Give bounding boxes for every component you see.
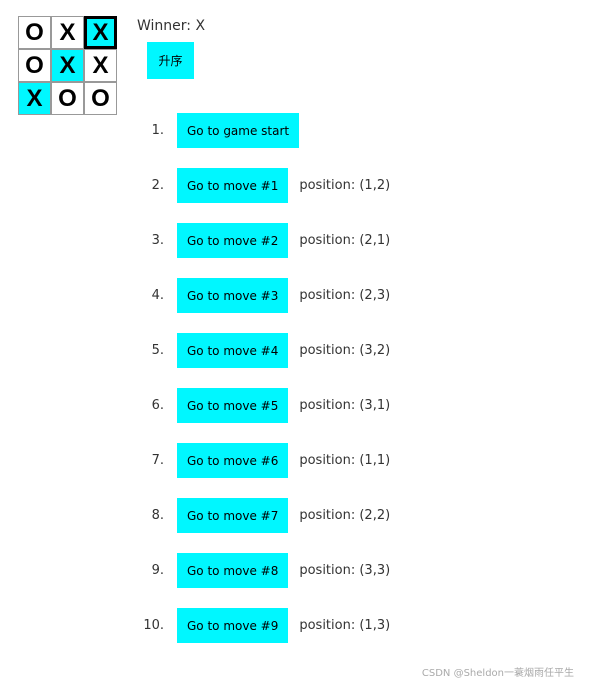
board-square-8[interactable]: O <box>51 82 84 115</box>
move-position: position: (2,3) <box>299 288 391 303</box>
move-number: 10. <box>143 618 164 633</box>
move-number: 6. <box>151 398 164 413</box>
move-position: position: (3,1) <box>299 398 391 413</box>
move-position: position: (2,1) <box>299 233 391 248</box>
move-number: 4. <box>151 288 164 303</box>
move-history-item: 1. Go to game start <box>140 113 390 148</box>
jump-to-move-5-button[interactable]: Go to move #5 <box>177 388 289 423</box>
watermark: CSDN @Sheldon一蓑烟雨任平生 <box>421 668 574 679</box>
board-square-2[interactable]: X <box>51 16 84 49</box>
move-number: 9. <box>151 563 164 578</box>
move-history-item: 7. Go to move #6 position: (1,1) <box>140 443 390 478</box>
move-history-item: 5. Go to move #4 position: (3,2) <box>140 333 390 368</box>
move-number: 3. <box>151 233 164 248</box>
move-position: position: (1,2) <box>299 178 391 193</box>
sort-order-button[interactable]: 升序 <box>147 42 194 79</box>
move-history-item: 10. Go to move #9 position: (1,3) <box>140 608 390 643</box>
jump-to-move-9-button[interactable]: Go to move #9 <box>177 608 289 643</box>
game-status: Winner: X <box>137 18 206 34</box>
jump-to-game-start-button[interactable]: Go to game start <box>177 113 300 148</box>
board-square-7[interactable]: X <box>18 82 51 115</box>
move-position: position: (1,3) <box>299 618 391 633</box>
move-history-item: 9. Go to move #8 position: (3,3) <box>140 553 390 588</box>
jump-to-move-1-button[interactable]: Go to move #1 <box>177 168 289 203</box>
move-history-item: 3. Go to move #2 position: (2,1) <box>140 223 390 258</box>
board-square-3[interactable]: X <box>84 16 117 49</box>
move-history-item: 8. Go to move #7 position: (2,2) <box>140 498 390 533</box>
move-position: position: (1,1) <box>299 453 391 468</box>
move-number: 7. <box>151 453 164 468</box>
move-position: position: (3,2) <box>299 343 391 358</box>
move-history-item: 4. Go to move #3 position: (2,3) <box>140 278 390 313</box>
game-board: O X X O X X X O O <box>18 16 117 115</box>
game-info: Winner: X 升序 <box>137 16 205 79</box>
jump-to-move-4-button[interactable]: Go to move #4 <box>177 333 289 368</box>
move-number: 2. <box>151 178 164 193</box>
move-history-list: 1. Go to game start 2. Go to move #1 pos… <box>140 113 390 663</box>
board-square-5[interactable]: X <box>51 49 84 82</box>
move-history-item: 2. Go to move #1 position: (1,2) <box>140 168 390 203</box>
board-square-6[interactable]: X <box>84 49 117 82</box>
board-square-9[interactable]: O <box>84 82 117 115</box>
board-square-1[interactable]: O <box>18 16 51 49</box>
jump-to-move-8-button[interactable]: Go to move #8 <box>177 553 289 588</box>
jump-to-move-6-button[interactable]: Go to move #6 <box>177 443 289 478</box>
move-position: position: (3,3) <box>299 563 391 578</box>
jump-to-move-2-button[interactable]: Go to move #2 <box>177 223 289 258</box>
move-number: 8. <box>151 508 164 523</box>
jump-to-move-7-button[interactable]: Go to move #7 <box>177 498 289 533</box>
board-square-4[interactable]: O <box>18 49 51 82</box>
move-number: 5. <box>151 343 164 358</box>
move-history-item: 6. Go to move #5 position: (3,1) <box>140 388 390 423</box>
move-number: 1. <box>151 123 164 138</box>
move-position: position: (2,2) <box>299 508 391 523</box>
jump-to-move-3-button[interactable]: Go to move #3 <box>177 278 289 313</box>
